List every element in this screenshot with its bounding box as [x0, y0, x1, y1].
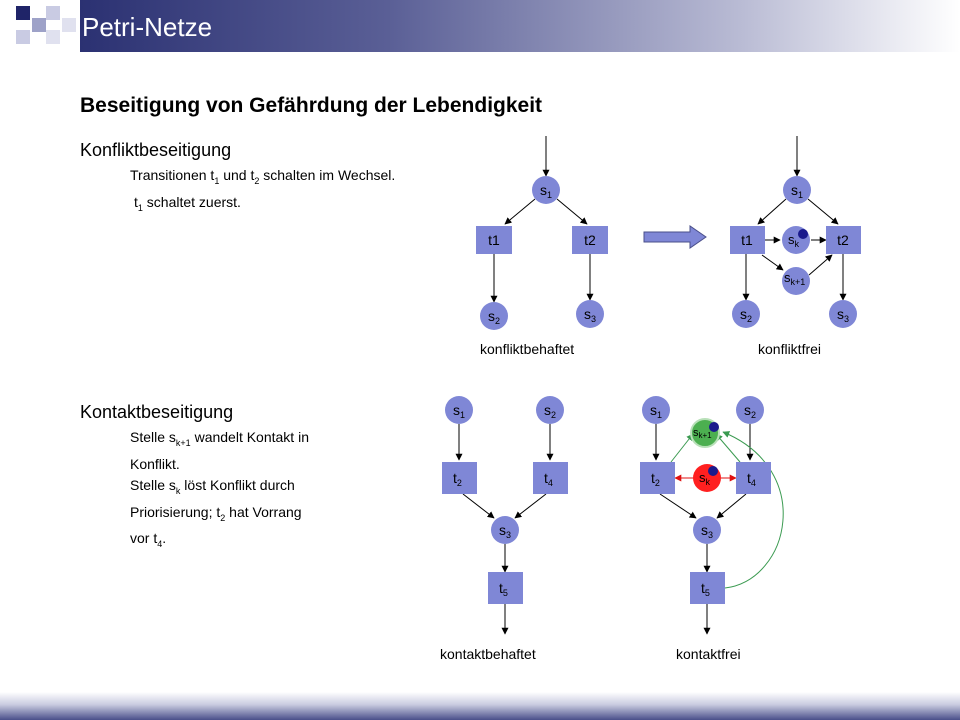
transition-t4	[736, 462, 771, 494]
green-arc	[722, 431, 784, 589]
transform-arrow-icon	[643, 225, 707, 249]
token-icon	[708, 466, 718, 476]
transition-t5	[690, 572, 725, 604]
transition-t5	[488, 572, 523, 604]
place-label: sk	[788, 232, 800, 249]
kontakt-text: Stelle sk+1 wandelt Kontakt in Konflikt.…	[130, 427, 309, 555]
token-icon	[709, 422, 719, 432]
place-label: s1	[650, 402, 662, 420]
konflikt-text: Transitionen t1 und t2 schalten im Wechs…	[130, 165, 395, 219]
transition-t2	[640, 462, 675, 494]
header-decoration	[62, 18, 76, 32]
kontakt-line-1: Stelle sk+1 wandelt Kontakt in	[130, 429, 309, 448]
transition-t2	[442, 462, 477, 494]
place-s3	[576, 300, 604, 328]
header-decoration	[46, 6, 60, 20]
place-label: s3	[584, 306, 596, 324]
caption-kontaktfrei: kontaktfrei	[676, 646, 741, 662]
green-arc	[670, 433, 694, 463]
footer-bar	[0, 692, 960, 720]
place-s2	[732, 300, 760, 328]
transition-label: t4	[544, 470, 553, 488]
kontakt-title: Kontaktbeseitigung	[80, 402, 234, 422]
kontakt-line-4: Priorisierung; t2 hat Vorrang	[130, 503, 302, 523]
slide-header-title: Petri-Netze	[82, 12, 213, 42]
place-s2	[736, 396, 764, 424]
konflikt-line-2: t1 schaltet zuerst.	[134, 193, 241, 213]
place-s3	[491, 516, 519, 544]
konflikt-title: Konfliktbeseitigung	[80, 140, 232, 160]
place-label: sk+1	[784, 270, 805, 287]
place-label: s2	[744, 402, 756, 420]
place-s1	[642, 396, 670, 424]
transition-t2	[826, 226, 861, 254]
green-arc	[715, 433, 741, 463]
place-s2	[536, 396, 564, 424]
net-konfliktfrei	[742, 136, 847, 301]
place-sk1	[782, 267, 810, 295]
transition-label: t2	[584, 232, 596, 248]
net-konfliktbehaftet	[490, 136, 594, 303]
transition-label: t1	[741, 232, 753, 248]
header-bar	[80, 0, 960, 52]
transition-label: t2	[651, 470, 660, 488]
place-label: s3	[837, 306, 849, 324]
transition-label: t5	[499, 580, 508, 598]
place-s1	[783, 176, 811, 204]
header-decoration	[16, 6, 30, 20]
place-s3	[829, 300, 857, 328]
place-s1	[445, 396, 473, 424]
place-label: sk+1	[693, 427, 712, 440]
transition-label: t2	[453, 470, 462, 488]
kontakt-line-2: Konflikt.	[130, 455, 180, 472]
transition-label: t2	[837, 232, 849, 248]
transition-label: t5	[701, 580, 710, 598]
transition-t1	[476, 226, 512, 254]
place-label: s3	[701, 522, 713, 540]
caption-konfliktbehaftet: konfliktbehaftet	[480, 341, 574, 357]
caption-konfliktfrei: konfliktfrei	[758, 341, 821, 357]
place-s2	[480, 302, 508, 330]
transition-label: t4	[747, 470, 756, 488]
slide-heading: Beseitigung von Gefährdung der Lebendigk…	[80, 94, 543, 117]
place-s1	[532, 176, 560, 204]
transition-t1	[730, 226, 765, 254]
net-kontaktfrei	[652, 424, 754, 635]
place-label: s2	[740, 306, 752, 324]
caption-kontaktbehaftet: kontaktbehaftet	[440, 646, 536, 662]
konflikt-line-1: Transitionen t1 und t2 schalten im Wechs…	[130, 167, 396, 186]
place-label: s1	[791, 182, 803, 200]
place-label: s1	[540, 182, 552, 200]
header-decoration	[32, 18, 46, 32]
token-icon	[798, 229, 808, 239]
transition-label: t1	[488, 232, 500, 248]
transition-t2	[572, 226, 608, 254]
kontakt-line-5: vor t4.	[130, 530, 167, 550]
header-decoration	[16, 30, 30, 44]
place-label: s1	[453, 402, 465, 420]
transition-t4	[533, 462, 568, 494]
net-kontaktbehaftet	[455, 424, 554, 635]
header-decoration	[46, 30, 60, 44]
place-label: sk	[699, 470, 711, 487]
place-label: s3	[499, 522, 511, 540]
kontakt-line-3: Stelle sk löst Konflikt durch	[130, 476, 295, 496]
place-label: s2	[544, 402, 556, 420]
place-label: s2	[488, 308, 500, 326]
place-s3	[693, 516, 721, 544]
